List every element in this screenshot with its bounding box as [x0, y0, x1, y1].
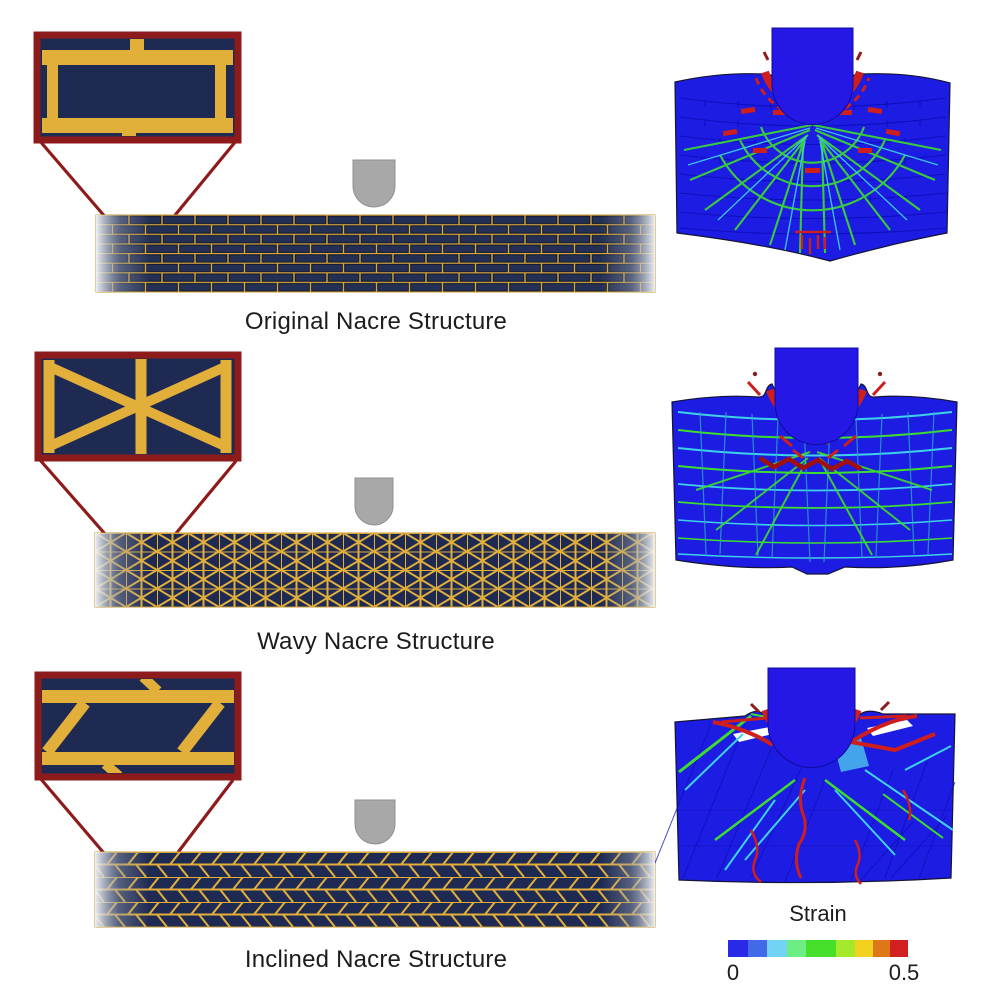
zoom-inset — [33, 31, 242, 144]
colorbar-segment — [786, 940, 807, 957]
label-inclined: Inclined Nacre Structure — [244, 946, 508, 973]
colorbar-segment — [767, 940, 787, 957]
beam — [95, 214, 656, 293]
sim-indenter — [771, 27, 854, 125]
simulation-inclined — [655, 667, 956, 885]
colorbar-segment — [855, 940, 873, 957]
sim-block — [655, 700, 956, 885]
schematic-wavy — [34, 351, 656, 608]
simulation-original — [674, 27, 951, 262]
indenter-icon — [352, 159, 396, 208]
strain-legend-title: Strain — [789, 901, 847, 926]
zoom-inset — [34, 671, 242, 781]
colorbar-segment — [872, 940, 891, 957]
crack-fan-cyan — [687, 127, 939, 251]
colorbar-segment — [806, 940, 836, 957]
beam — [94, 532, 656, 608]
indenter-icon — [354, 799, 396, 845]
strain-max-label: 0.5 — [888, 960, 920, 985]
sim-indenter — [767, 667, 856, 768]
strain-colorbar — [728, 940, 908, 957]
crack-green — [678, 713, 944, 841]
colorbar-segment — [890, 940, 908, 957]
label-original: Original Nacre Structure — [244, 308, 508, 335]
zoom-inset — [34, 351, 242, 462]
colorbar-segment — [835, 940, 856, 957]
schematic-inclined — [34, 671, 656, 928]
sim-indenter — [774, 347, 859, 445]
crack-fan-green — [695, 451, 933, 556]
schematic-original — [33, 31, 656, 293]
beam — [94, 851, 656, 928]
simulation-wavy — [671, 347, 958, 575]
strain-min-label: 0 — [726, 960, 740, 985]
colorbar-segment — [747, 940, 768, 957]
indenter-icon — [354, 477, 394, 526]
label-wavy: Wavy Nacre Structure — [257, 628, 495, 655]
crack-fan-green — [683, 123, 942, 254]
colorbar-segment — [728, 940, 748, 957]
